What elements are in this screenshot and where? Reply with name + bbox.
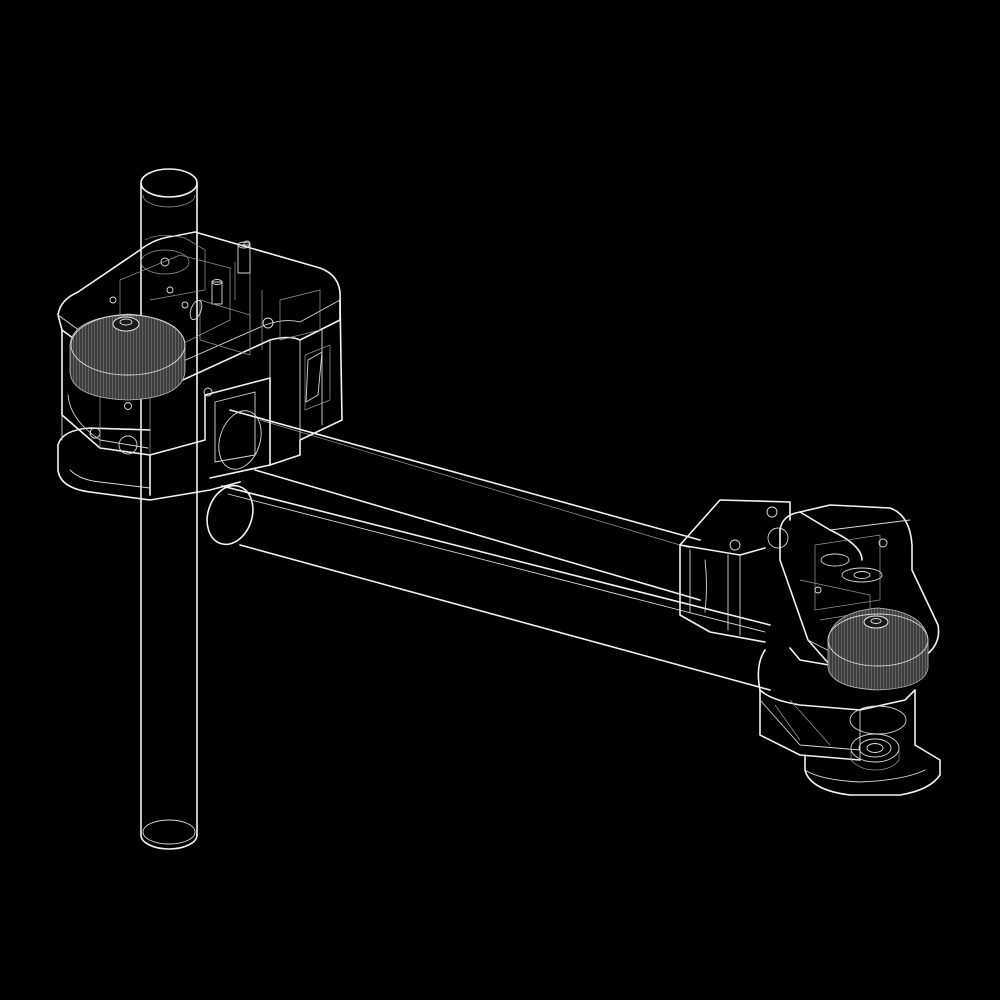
shoulder-housing — [57, 231, 343, 501]
upper-arm-tubes — [206, 409, 771, 691]
elbow-bearing — [850, 733, 900, 771]
elbow-gear — [827, 607, 929, 691]
elbow-housing — [679, 499, 941, 796]
shoulder-gear — [69, 313, 186, 401]
